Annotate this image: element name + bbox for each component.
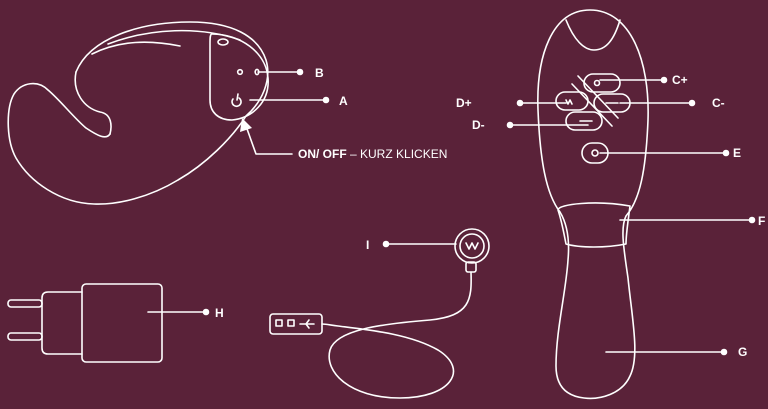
device-panel bbox=[209, 33, 269, 121]
usb-tip-slot-2 bbox=[287, 319, 295, 327]
label-i: I bbox=[366, 238, 370, 252]
charging-cable bbox=[269, 228, 490, 399]
device-rim bbox=[107, 29, 241, 45]
label-g: G bbox=[738, 345, 748, 359]
onoff-arrow bbox=[245, 125, 293, 155]
wall-plug-icon bbox=[7, 283, 210, 363]
button-d-minus bbox=[565, 111, 603, 131]
device-arm-inner bbox=[74, 71, 112, 135]
label-d-plus: D+ bbox=[456, 96, 472, 110]
magnetic-connector-icon bbox=[454, 228, 490, 264]
button-e-icon bbox=[591, 149, 599, 157]
cable-wire bbox=[321, 271, 472, 399]
device-head-outline bbox=[537, 9, 649, 400]
top-slot-icon bbox=[217, 38, 229, 46]
label-h: H bbox=[215, 306, 224, 320]
label-d-minus: D- bbox=[472, 118, 485, 132]
label-c-plus: C+ bbox=[672, 73, 688, 87]
usb-plug-icon bbox=[269, 313, 323, 335]
charger-body bbox=[81, 283, 163, 363]
button-cluster bbox=[555, 73, 631, 131]
device-head-tip bbox=[565, 19, 621, 51]
onoff-arrowhead bbox=[240, 118, 252, 132]
device-body-outline bbox=[7, 21, 269, 205]
button-c-plus bbox=[583, 73, 621, 93]
power-icon bbox=[231, 93, 242, 108]
device-side-view bbox=[7, 21, 330, 205]
plug-pin-bottom bbox=[7, 332, 43, 341]
device-top-view bbox=[506, 9, 756, 400]
plug-pin-top bbox=[7, 299, 43, 308]
button-b-left-dot bbox=[236, 68, 244, 76]
usb-tip-slot-1 bbox=[275, 319, 283, 327]
label-c-minus: C- bbox=[712, 96, 725, 110]
usb-symbol bbox=[299, 319, 315, 329]
device-lip bbox=[91, 41, 181, 55]
cluster-divider-1 bbox=[577, 75, 619, 119]
onoff-strong: ON/ OFF bbox=[298, 147, 347, 161]
label-a: A bbox=[339, 94, 348, 108]
label-f: F bbox=[758, 214, 766, 228]
wave-icon bbox=[565, 99, 573, 105]
cluster-divider-2 bbox=[571, 83, 613, 127]
device-neck-band bbox=[557, 202, 631, 248]
plus-icon bbox=[593, 79, 601, 87]
onoff-rest: – KURZ KLICKEN bbox=[346, 147, 448, 161]
charger-collar bbox=[41, 291, 83, 355]
label-e: E bbox=[733, 146, 742, 160]
label-b: B bbox=[315, 66, 324, 80]
onoff-callout: ON/ OFF – KURZ KLICKEN bbox=[298, 147, 447, 161]
